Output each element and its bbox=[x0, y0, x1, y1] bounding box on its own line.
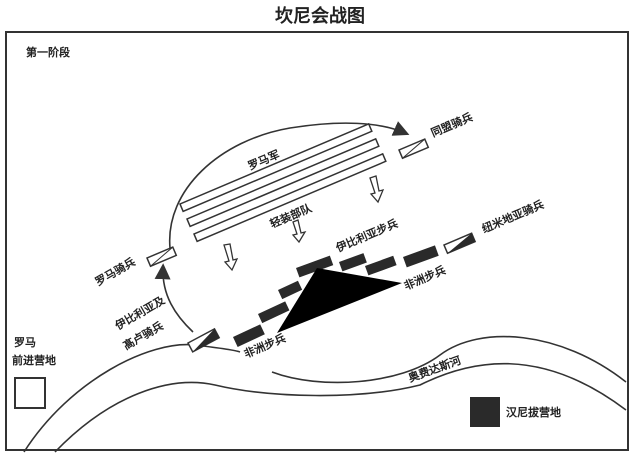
roman-line-2 bbox=[186, 137, 380, 228]
roman-cavalry-unit bbox=[146, 246, 178, 268]
roman-cavalry-label: 罗马骑兵 bbox=[93, 254, 138, 288]
african-infantry-label-right: 非洲步兵 bbox=[402, 263, 448, 293]
roman-cavalry-arc bbox=[168, 121, 410, 249]
iberian-gaul-cavalry-unit bbox=[186, 327, 221, 353]
river-upper-bank bbox=[23, 343, 241, 453]
roman-camp-label-2: 前进营地 bbox=[12, 353, 56, 367]
roman-line-3 bbox=[193, 152, 387, 243]
infantry-block bbox=[339, 253, 367, 272]
allied-cavalry-label: 同盟骑兵 bbox=[429, 110, 475, 140]
roman-line-1 bbox=[179, 122, 373, 213]
diagram-title: 坎尼会战图 bbox=[275, 6, 365, 27]
infantry-block bbox=[365, 255, 397, 276]
iberian-infantry-label: 伊比利亚步兵 bbox=[333, 216, 400, 255]
roman-camp-label-1: 罗马 bbox=[14, 336, 36, 349]
infantry-block bbox=[233, 324, 265, 347]
advance-arrow-icon bbox=[291, 219, 307, 244]
infantry-block bbox=[296, 255, 334, 278]
numidian-cavalry-label: 纽米地亚骑兵 bbox=[480, 197, 546, 236]
hannibal-camp bbox=[470, 397, 500, 427]
infantry-block bbox=[403, 245, 439, 268]
advance-arrow-icon bbox=[223, 243, 239, 272]
advance-arrow-icon bbox=[369, 175, 385, 204]
allied-cavalry-unit bbox=[398, 138, 430, 160]
roman-camp bbox=[14, 377, 46, 409]
infantry-block bbox=[258, 301, 290, 324]
map-frame bbox=[5, 31, 629, 451]
hannibal-camp-label: 汉尼拔营地 bbox=[506, 405, 561, 419]
phase-label: 第一阶段 bbox=[26, 45, 70, 59]
iberian-cavalry-arc bbox=[154, 263, 194, 333]
river-label: 奥费达斯河 bbox=[405, 353, 462, 385]
infantry-block bbox=[278, 280, 303, 300]
roman-army bbox=[179, 122, 387, 243]
river-lower-bank bbox=[54, 362, 627, 453]
river-upper-bank-east bbox=[271, 335, 627, 384]
african-infantry-wedge bbox=[277, 268, 402, 333]
numidian-cavalry-unit bbox=[443, 232, 477, 255]
